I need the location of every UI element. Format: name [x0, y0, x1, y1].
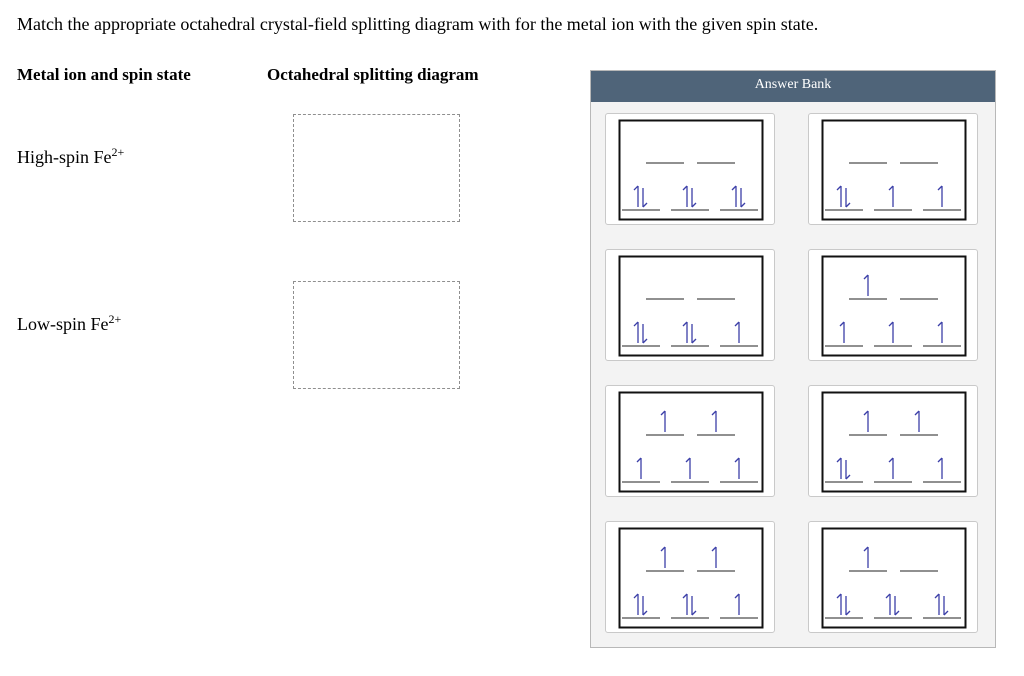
spin-down-arrow-head: [845, 610, 851, 616]
spin-down-arrow-head: [845, 474, 851, 480]
diagram-frame: [821, 527, 967, 629]
spin-up-arrow-head: [711, 410, 717, 416]
spin-up-arrow-head: [885, 593, 891, 599]
spin-up-arrow-head: [863, 274, 869, 280]
answer-bank-header: Answer Bank: [591, 71, 995, 102]
spin-up-arrow-head: [937, 185, 943, 191]
splitting-diagram: 111l1l1: [618, 527, 764, 629]
diagram-frame: [618, 255, 764, 357]
diagram-frame: [618, 119, 764, 221]
diagram-frame: [821, 119, 967, 221]
row-label-text: Low-spin Fe: [17, 314, 109, 334]
spin-up-arrow-head: [836, 593, 842, 599]
spin-up-arrow-head: [682, 593, 688, 599]
spin-down-arrow-head: [894, 610, 900, 616]
drop-zone-low-spin[interactable]: [293, 281, 460, 389]
spin-down-arrow-head: [642, 338, 648, 344]
spin-up-arrow-head: [863, 546, 869, 552]
answer-tile[interactable]: 1l11: [808, 113, 978, 225]
diagram-frame: [821, 255, 967, 357]
instructions: Match the appropriate octahedral crystal…: [17, 14, 819, 34]
spin-down-arrow-head: [943, 610, 949, 616]
charge-superscript: 2+: [111, 145, 125, 159]
drop-zone-high-spin[interactable]: [293, 114, 460, 222]
splitting-diagram: 11l1l1l: [821, 527, 967, 629]
spin-down-arrow-head: [642, 610, 648, 616]
spin-up-arrow-head: [633, 321, 639, 327]
spin-up-arrow-head: [633, 593, 639, 599]
spin-down-arrow-head: [642, 202, 648, 208]
answer-tile[interactable]: 111l11: [808, 385, 978, 497]
spin-down-arrow-head: [740, 202, 746, 208]
spin-up-arrow-head: [685, 457, 691, 463]
diagram-frame: [618, 391, 764, 493]
spin-up-arrow-head: [888, 457, 894, 463]
spin-down-arrow-head: [691, 338, 697, 344]
splitting-diagram: 11111: [618, 391, 764, 493]
answer-tile[interactable]: 1111: [808, 249, 978, 361]
spin-up-arrow-head: [734, 321, 740, 327]
row-label-text: High-spin Fe: [17, 147, 112, 167]
spin-up-arrow-head: [937, 457, 943, 463]
spin-up-arrow-head: [863, 410, 869, 416]
spin-up-arrow-head: [711, 546, 717, 552]
row-label-high-spin: High-spin Fe2+: [17, 145, 125, 168]
metal-column-header: Metal ion and spin state: [17, 65, 191, 84]
charge-superscript: 2+: [108, 312, 122, 326]
spin-up-arrow-head: [636, 457, 642, 463]
splitting-diagram: 111l11: [821, 391, 967, 493]
spin-down-arrow-head: [691, 202, 697, 208]
spin-up-arrow-head: [839, 321, 845, 327]
diagram-frame: [618, 527, 764, 629]
spin-up-arrow-head: [734, 593, 740, 599]
spin-up-arrow-head: [888, 321, 894, 327]
spin-up-arrow-head: [836, 457, 842, 463]
answer-bank: Answer Bank 1l1l1l1l111l1l1111111111111l…: [590, 70, 996, 648]
answer-tile[interactable]: 11111: [605, 385, 775, 497]
spin-down-arrow-head: [845, 202, 851, 208]
diagram-frame: [821, 391, 967, 493]
spin-up-arrow-head: [633, 185, 639, 191]
spin-up-arrow-head: [914, 410, 920, 416]
spin-up-arrow-head: [682, 185, 688, 191]
spin-up-arrow-head: [660, 410, 666, 416]
spin-up-arrow-head: [734, 457, 740, 463]
spin-up-arrow-head: [937, 321, 943, 327]
row-label-low-spin: Low-spin Fe2+: [17, 312, 122, 335]
splitting-diagram: 1l11: [821, 119, 967, 221]
spin-up-arrow-head: [934, 593, 940, 599]
answer-tile[interactable]: 11l1l1l: [808, 521, 978, 633]
splitting-diagram: 1111: [821, 255, 967, 357]
spin-up-arrow-head: [731, 185, 737, 191]
spin-down-arrow-head: [691, 610, 697, 616]
diagram-column-header: Octahedral splitting diagram: [267, 65, 479, 84]
spin-up-arrow-head: [888, 185, 894, 191]
spin-up-arrow-head: [682, 321, 688, 327]
answer-tile[interactable]: 111l1l1: [605, 521, 775, 633]
spin-up-arrow-head: [660, 546, 666, 552]
spin-up-arrow-head: [836, 185, 842, 191]
